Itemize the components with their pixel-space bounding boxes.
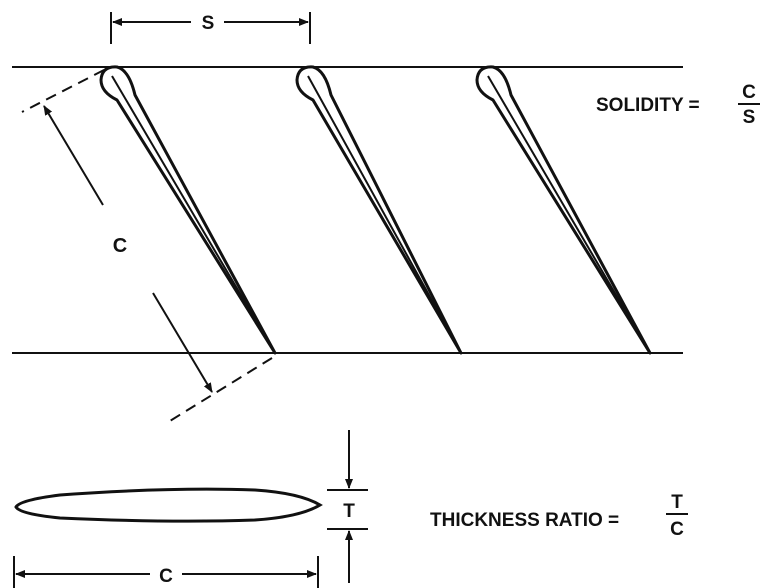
thickness-ratio-text: THICKNESS RATIO = (430, 510, 619, 531)
airfoil-chord-dimension (13, 556, 319, 588)
thickness-label: T (343, 501, 355, 522)
blade-3 (475, 65, 652, 355)
thickness-ratio-denominator: C (670, 519, 684, 540)
airfoil-chord-label: C (159, 566, 173, 587)
chord-label: C (113, 235, 127, 257)
blade-2 (295, 65, 463, 355)
spacing-label: S (202, 13, 215, 34)
thickness-dimension (327, 430, 368, 583)
solidity-text: SOLIDITY = (596, 95, 700, 116)
airfoil-section (14, 487, 323, 523)
chord-dimension (21, 69, 273, 425)
solidity-denominator: S (743, 107, 756, 128)
solidity-numerator: C (742, 82, 756, 103)
spacing-dimension (110, 12, 311, 44)
blade-1 (99, 65, 277, 355)
thickness-ratio-numerator: T (671, 492, 683, 513)
